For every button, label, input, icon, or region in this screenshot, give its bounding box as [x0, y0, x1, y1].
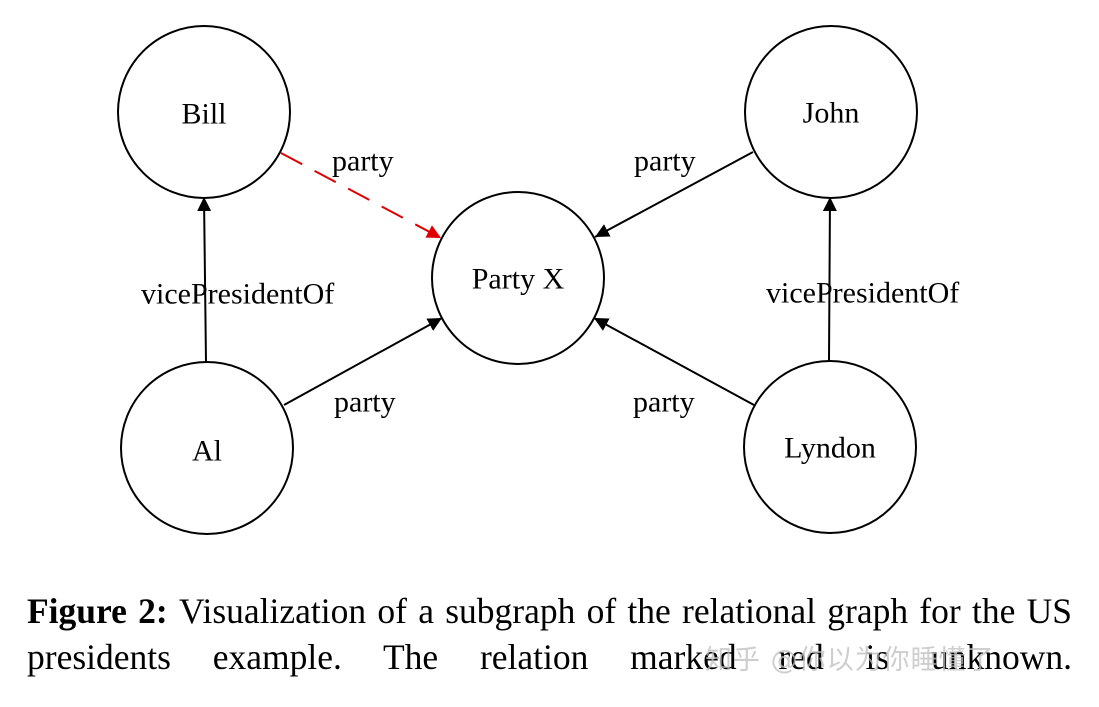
- watermark: 知乎 @你以为你睡懂了: [705, 645, 995, 676]
- edge-label-lyndon-john: vicePresidentOf: [766, 277, 959, 310]
- caption-text: Visualization of a subgraph of the relat…: [27, 591, 1072, 677]
- edge-label-bill-partyx: party: [332, 145, 394, 178]
- node-party-x: Party X: [431, 191, 605, 365]
- node-label-party-x: Party X: [472, 263, 565, 296]
- edge-label-al-bill: vicePresidentOf: [141, 278, 334, 311]
- edge-john-partyx: [594, 151, 754, 238]
- node-al: Al: [120, 361, 294, 535]
- node-lyndon: Lyndon: [743, 360, 917, 534]
- edge-al-partyx: [283, 317, 443, 406]
- relational-graph: party party vicePresidentOf vicePresiden…: [117, 25, 959, 535]
- edge-label-lyndon-partyx: party: [633, 386, 695, 419]
- edge-al-bill: [197, 196, 212, 363]
- edge-lyndon-john: [822, 196, 837, 362]
- node-john: John: [744, 25, 918, 199]
- edge-label-john-partyx: party: [634, 145, 696, 178]
- node-label-bill: Bill: [181, 98, 226, 131]
- figure-label: Figure 2:: [27, 591, 168, 631]
- figure-caption: Figure 2: Visualization of a subgraph of…: [27, 588, 1072, 680]
- node-bill: Bill: [117, 25, 291, 199]
- node-label-lyndon: Lyndon: [784, 432, 876, 465]
- node-label-al: Al: [192, 435, 222, 468]
- edge-lyndon-partyx: [593, 317, 755, 406]
- edge-bill-partyx: [280, 152, 442, 239]
- node-label-john: John: [803, 97, 860, 130]
- edge-label-al-partyx: party: [334, 386, 396, 419]
